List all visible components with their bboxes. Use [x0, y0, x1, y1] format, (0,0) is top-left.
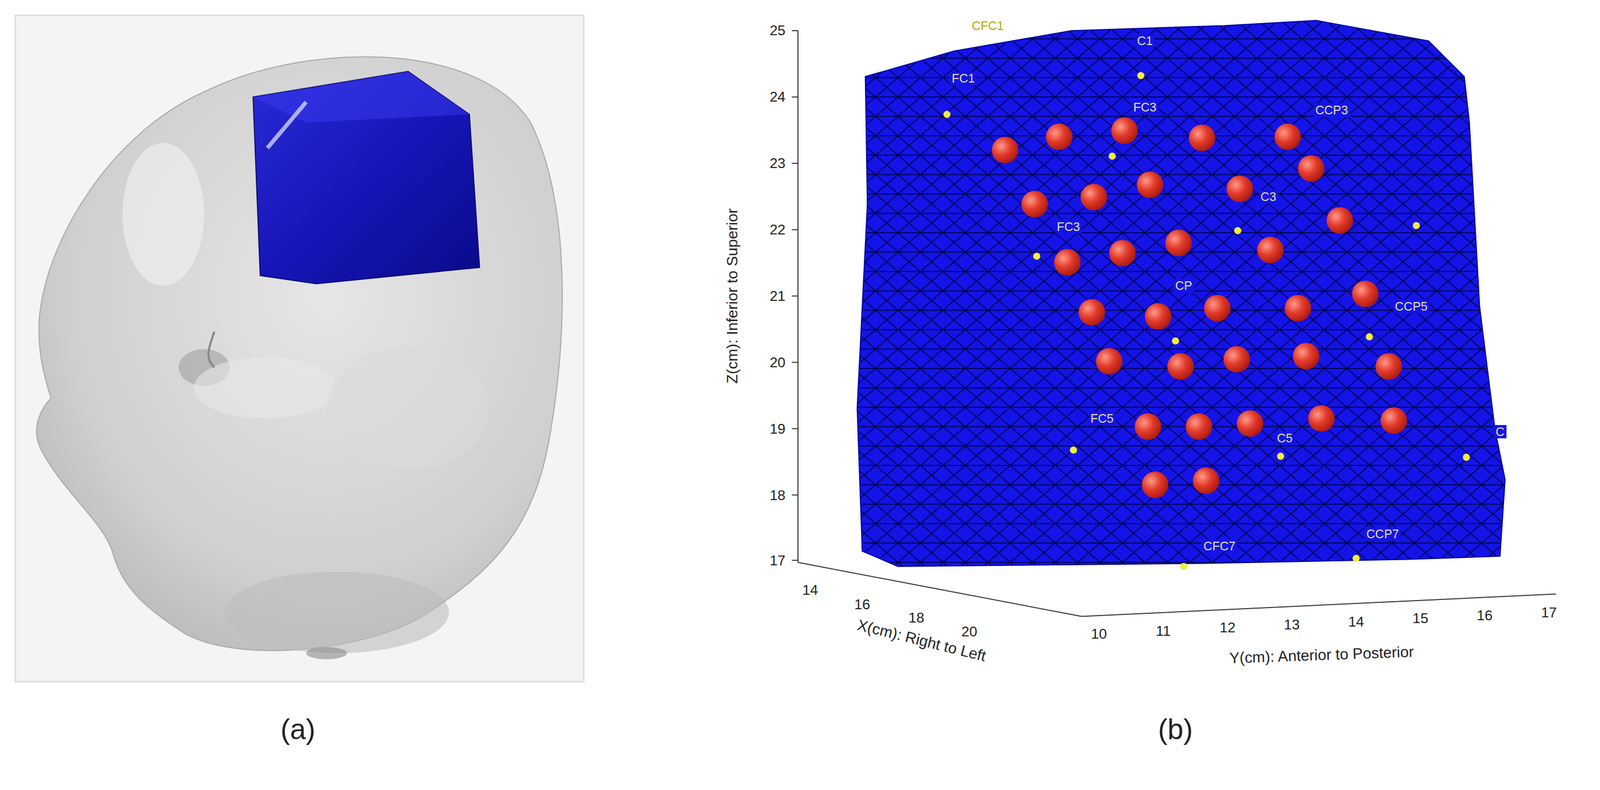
tick-label: 12: [1219, 619, 1236, 636]
probe-patch: [252, 71, 480, 285]
tick-label: 25: [769, 22, 786, 39]
panel-label: (b): [1158, 713, 1194, 745]
head-surface-mesh: [856, 20, 1505, 566]
tick-label: 24: [769, 88, 786, 105]
electrode-label: FC1: [949, 71, 977, 85]
head-model: [36, 56, 562, 651]
tick-label: 20: [769, 354, 786, 371]
electrode-label: FC3: [1131, 100, 1159, 114]
electrode-label: CP: [1173, 278, 1194, 293]
tick-label: 15: [1412, 610, 1428, 626]
plot-axes: [791, 30, 1557, 617]
electrode-label: C5: [1274, 431, 1294, 445]
electrode-label: FC3: [1054, 219, 1082, 234]
tick-label: 11: [1155, 623, 1171, 639]
optode-markers: [991, 117, 1408, 498]
electrode-label: FC5: [1088, 411, 1116, 425]
electrode-label: CCP5: [1393, 299, 1430, 313]
tick-label: 10: [1091, 625, 1107, 642]
panel-label: (a): [280, 713, 316, 745]
tick-label: 17: [769, 552, 786, 569]
tick-label: 17: [1541, 604, 1557, 621]
tick-label: 21: [769, 288, 786, 304]
tick-label: 20: [961, 623, 977, 640]
axis-title: Y(cm): Anterior to Posterior: [1228, 643, 1414, 667]
tick-label: 22: [769, 221, 786, 238]
electrode-label: CFC7: [1201, 539, 1237, 553]
tick-label: 18: [908, 609, 924, 626]
electrode-label: C3: [1258, 189, 1278, 204]
electrode-label: CCP7: [1364, 527, 1401, 541]
electrode-label: CFC1: [971, 19, 1004, 33]
electrode-label: CCP3: [1313, 103, 1350, 117]
tick-label: 13: [1284, 616, 1300, 633]
tick-label: 14: [802, 582, 818, 598]
tick-label: 23: [769, 155, 786, 171]
tick-label: 18: [769, 487, 786, 503]
electrode-dots: [943, 72, 1471, 570]
panel-frame: [15, 15, 584, 682]
tick-label: 16: [854, 596, 871, 613]
tick-label: 19: [769, 420, 786, 437]
tick-label: 14: [1348, 613, 1364, 630]
electrode-label: C1: [1135, 34, 1155, 48]
axis-title: Z(cm): Inferior to Superior: [724, 208, 741, 384]
tick-label: 16: [1477, 607, 1493, 624]
electrode-label: C: [1493, 424, 1506, 439]
